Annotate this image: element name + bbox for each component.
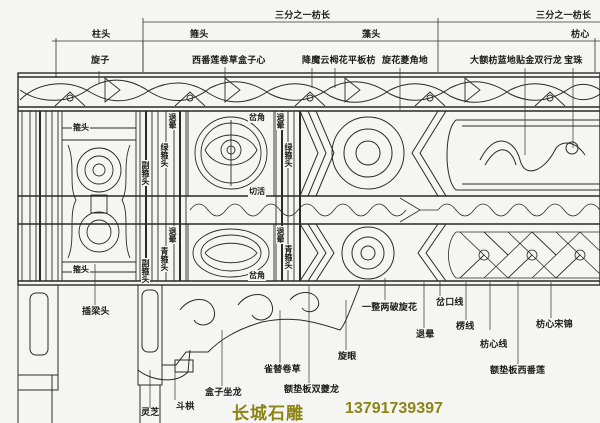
label-lv-gutou-1: 绿箍头 bbox=[160, 142, 169, 168]
label-chaliangtou: 插梁头 bbox=[82, 307, 110, 317]
hezi-panels bbox=[187, 110, 275, 282]
label-lengxian: 楞线 bbox=[456, 322, 475, 332]
dimension-lines bbox=[52, 18, 600, 78]
dimension-label-one-third-right: 三分之一枋长 bbox=[536, 11, 592, 21]
label-queti-juancao: 雀替卷草 bbox=[264, 365, 301, 375]
label-gutou-bottom: 箍头 bbox=[72, 264, 90, 275]
label-platform-board: 降魔云栂花平板枋 bbox=[302, 56, 376, 66]
watermark-name: 长城石雕 bbox=[232, 404, 304, 423]
label-chajiao-bottom: 岔角 bbox=[248, 270, 266, 281]
label-chajiao-top: 岔角 bbox=[248, 112, 266, 123]
label-xuanzi: 旋子 bbox=[91, 56, 110, 66]
label-edianban-kuilong: 额垫板双夔龙 bbox=[284, 385, 340, 395]
label-fu-gutou-1: 副箍头 bbox=[141, 160, 150, 186]
label-edianban-xifanlian: 额垫板西番莲 bbox=[490, 366, 546, 376]
label-lv-gutou-2: 绿箍头 bbox=[284, 142, 293, 168]
label-gutou-top: 箍头 bbox=[72, 122, 90, 133]
label-lingzhi: 灵芝 bbox=[141, 408, 160, 418]
label-qing-gutou-1: 青箍头 bbox=[160, 246, 169, 272]
label-fu-gutou-2: 副箍头 bbox=[141, 258, 150, 284]
cloud-band bbox=[19, 77, 600, 107]
stripe-bands-left bbox=[139, 111, 187, 281]
left-column bbox=[18, 111, 59, 281]
middle-scroll-band bbox=[189, 197, 600, 223]
label-hezi-zuolong: 盒子坐龙 bbox=[205, 388, 242, 398]
dimension-label-one-third-left: 三分之一枋长 bbox=[275, 11, 331, 21]
label-tuiyun-3: 退晕 bbox=[276, 112, 285, 130]
label-tuiyun-1: 退晕 bbox=[168, 112, 177, 130]
label-hezixin: 西番莲卷草盒子心 bbox=[192, 56, 266, 66]
label-yizheng-liangpo: 一整两破旋花 bbox=[362, 303, 418, 313]
label-qiehuo: 切活 bbox=[248, 186, 266, 197]
zaotou-chevrons bbox=[299, 110, 447, 282]
watermark-phone: 13791739397 bbox=[345, 400, 443, 417]
label-fangxin-songjin: 枋心宋锦 bbox=[536, 320, 573, 330]
label-double-dragon: 大额枋蓝地贴金双行龙 bbox=[470, 56, 563, 66]
label-xuanhua-linjiaodi: 旋花菱角地 bbox=[382, 56, 429, 66]
label-fangxin-xian: 枋心线 bbox=[480, 340, 508, 350]
beam-frame bbox=[17, 72, 600, 286]
songjin-lattice-panel bbox=[448, 231, 600, 279]
label-xuanyan: 旋眼 bbox=[338, 352, 357, 362]
label-chakou-xian: 岔口线 bbox=[436, 298, 464, 308]
dimension-label-zaotou: 藻头 bbox=[362, 30, 381, 40]
leader-lines bbox=[94, 67, 574, 408]
label-dougong: 斗栱 bbox=[176, 402, 195, 412]
label-tuiyun-bottom: 退晕 bbox=[416, 330, 435, 340]
label-tuiyun-2: 退晕 bbox=[168, 226, 177, 244]
dimension-label-fangxin: 枋心 bbox=[571, 30, 590, 40]
dimension-label-zhutou: 柱头 bbox=[92, 30, 111, 40]
bracket-area bbox=[17, 284, 361, 423]
label-baozhu: 宝珠 bbox=[564, 56, 583, 66]
dimension-label-gutou: 箍头 bbox=[190, 30, 209, 40]
fangxin-dragon-panel bbox=[446, 119, 600, 191]
label-qing-gutou-2: 青箍头 bbox=[284, 244, 293, 270]
label-tuiyun-4: 退晕 bbox=[276, 226, 285, 244]
